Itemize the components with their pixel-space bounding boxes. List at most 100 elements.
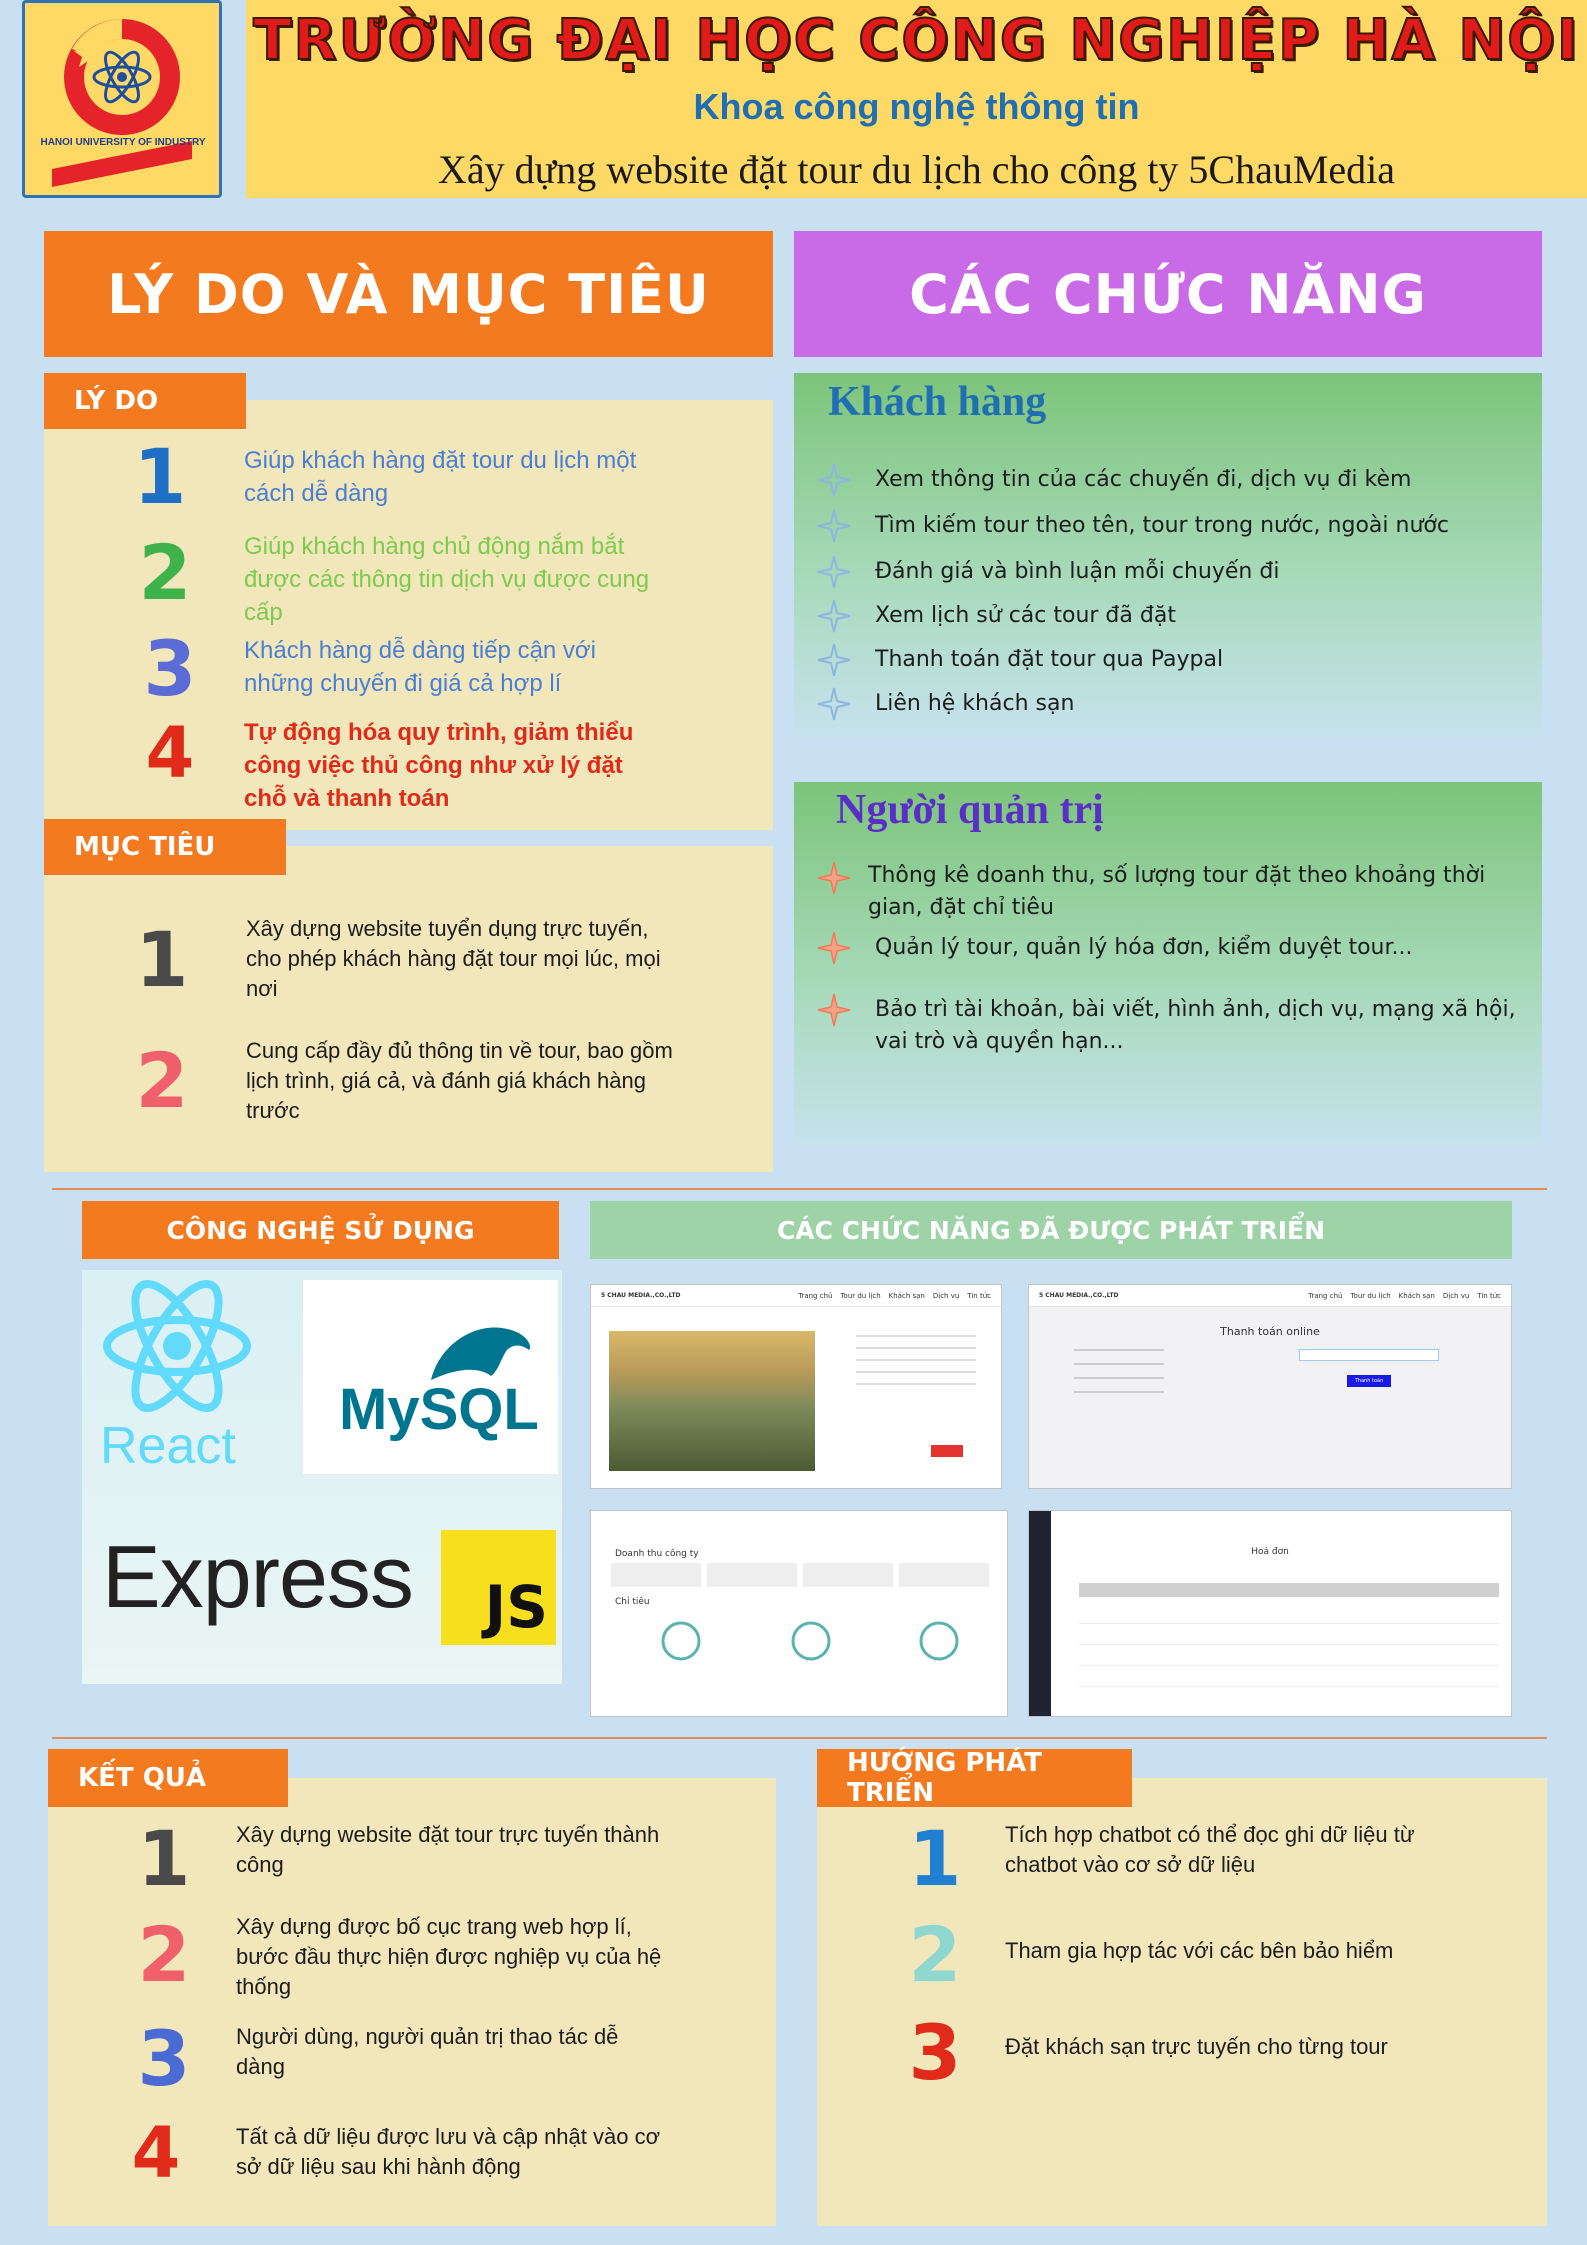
- mysql-label: MySQL: [339, 1377, 539, 1442]
- tour-info-lines: [856, 1335, 976, 1395]
- result-number: 1: [137, 1814, 191, 1903]
- sparkle-icon: [817, 687, 851, 721]
- section-divider: [52, 1188, 1547, 1190]
- future-number: 3: [908, 2008, 962, 2097]
- reasons-panel: [44, 400, 773, 830]
- revenue-screenshot: Doanh thu công ty Chỉ tiêu: [590, 1510, 1008, 1717]
- customer-feature: Tìm kiếm tour theo tên, tour trong nước,…: [875, 513, 1449, 538]
- target-label: Chỉ tiêu: [615, 1597, 650, 1607]
- mock-nav-item: Trang chủ: [798, 1291, 833, 1300]
- sparkle-icon: [817, 509, 851, 543]
- invoice-table-header: [1079, 1583, 1499, 1597]
- goals-panel: [44, 846, 773, 1172]
- hui-logo-icon: [52, 19, 192, 187]
- mock-nav-item: Tin tức: [1477, 1291, 1501, 1300]
- result-text: Người dùng, người quản trị thao tác dễ d…: [236, 2024, 619, 2079]
- admin-feature: Thông kê doanh thu, số lượng tour đặt th…: [868, 863, 1486, 920]
- customer-features-panel: [794, 373, 1542, 738]
- tour-detail-screenshot: 5 CHAU MEDIA.,CO.,LTD Trang chủ Tour du …: [590, 1284, 1002, 1489]
- developed-features-tag: CÁC CHỨC NĂNG ĐÃ ĐƯỢC PHÁT TRIỂN: [590, 1201, 1512, 1259]
- customer-feature: Xem thông tin của các chuyến đi, dịch vụ…: [875, 467, 1412, 492]
- revenue-title: Doanh thu công ty: [615, 1549, 699, 1559]
- customer-feature: Liên hệ khách sạn: [875, 691, 1075, 716]
- header-band: [246, 0, 1587, 198]
- payment-screenshot: 5 CHAU MEDIA.,CO.,LTD Trang chủ Tour du …: [1028, 1284, 1512, 1489]
- customer-feature: Đánh giá và bình luận mỗi chuyến đi: [875, 559, 1280, 584]
- tour-photo: [609, 1331, 815, 1471]
- mock-nav-item: Dịch vụ: [1442, 1291, 1470, 1300]
- goals-tag: MỤC TIÊU: [44, 819, 286, 875]
- sparkle-icon: [817, 555, 851, 589]
- admin-sidebar: [1029, 1511, 1051, 1716]
- university-name: TRƯỜNG ĐẠI HỌC CÔNG NGHIỆP HÀ NỘI: [252, 7, 1580, 74]
- logo-caption: HANOI UNIVERSITY OF INDUSTRY: [40, 137, 206, 148]
- features-heading: CÁC CHỨC NĂNG: [794, 231, 1542, 357]
- book-button: [931, 1445, 963, 1457]
- future-text: Tham gia hợp tác với các bên bảo hiểm: [1005, 1938, 1394, 1963]
- mock-nav-item: Khách sạn: [888, 1291, 925, 1300]
- mysql-logo: MySQL: [303, 1280, 558, 1474]
- customer-feature: Xem lịch sử các tour đã đặt: [875, 603, 1176, 628]
- results-panel: [48, 1778, 776, 2226]
- customer-title: Khách hàng: [828, 379, 1047, 425]
- result-number: 2: [137, 1910, 191, 1999]
- project-title: Xây dựng website đặt tour du lịch cho cô…: [437, 147, 1396, 192]
- section-divider: [52, 1737, 1547, 1739]
- pay-button: Thanh toán: [1347, 1375, 1391, 1387]
- admin-feature: Bảo trì tài khoản, bài viết, hình ảnh, d…: [875, 997, 1516, 1054]
- dolphin-icon: [431, 1327, 531, 1380]
- invoice-title: Hoá đơn: [1251, 1547, 1289, 1557]
- mock-nav-item: Dịch vụ: [932, 1291, 960, 1300]
- admin-feature: Quản lý tour, quản lý hóa đơn, kiểm duyệ…: [875, 935, 1413, 960]
- express-label-text: Express: [102, 1527, 414, 1626]
- result-number: 3: [137, 2014, 191, 2103]
- mock-nav-item: Trang chủ: [1308, 1291, 1343, 1300]
- goal-number: 1: [135, 915, 189, 1004]
- reason-text: Giúp khách hàng chủ động nắm bắt được cá…: [244, 533, 650, 626]
- mock-navbar: 5 CHAU MEDIA.,CO.,LTD Trang chủ Tour du …: [591, 1285, 1001, 1307]
- admin-title: Người quản trị: [836, 787, 1104, 833]
- result-number: 4: [131, 2112, 181, 2194]
- mock-nav-item: Tour du lịch: [840, 1291, 881, 1300]
- invoice-screenshot: Hoá đơn: [1028, 1510, 1512, 1717]
- result-text: Xây dựng được bố cục trang web hợp lí, b…: [236, 1914, 662, 1999]
- express-logo: Express: [90, 1520, 430, 1640]
- result-text: Xây dựng website đặt tour trực tuyến thà…: [236, 1822, 660, 1877]
- sparkle-icon: [817, 931, 851, 965]
- tech-tag: CÔNG NGHỆ SỬ DỤNG: [82, 1201, 559, 1259]
- payment-title: Thanh toán online: [1220, 1325, 1320, 1338]
- customer-feature: Thanh toán đặt tour qua Paypal: [875, 647, 1224, 672]
- faculty-name: Khoa công nghệ thông tin: [693, 86, 1140, 127]
- future-panel: [817, 1778, 1547, 2226]
- future-tag: HƯỚNG PHÁT TRIỂN: [817, 1748, 1132, 1808]
- invoice-table-rows: [1079, 1603, 1499, 1703]
- results-tag: KẾT QUẢ: [48, 1749, 288, 1807]
- sparkle-icon: [817, 463, 851, 497]
- js-logo: JS: [441, 1530, 556, 1645]
- card-input: [1299, 1349, 1439, 1361]
- reasons-goals-heading: LÝ DO VÀ MỤC TIÊU: [44, 231, 773, 357]
- university-logo: HANOI UNIVERSITY OF INDUSTRY: [22, 0, 222, 198]
- sparkle-icon: [817, 861, 851, 895]
- goal-number: 2: [135, 1036, 189, 1125]
- mock-nav-item: Tin tức: [967, 1291, 991, 1300]
- sparkle-icon: [817, 643, 851, 677]
- reason-text: Khách hàng dễ dàng tiếp cận với những ch…: [244, 637, 596, 697]
- react-label: React: [100, 1417, 236, 1475]
- mock-brand: 5 CHAU MEDIA.,CO.,LTD: [1039, 1292, 1119, 1299]
- goal-text: Cung cấp đầy đủ thông tin về tour, bao g…: [246, 1038, 673, 1123]
- reason-text: Giúp khách hàng đặt tour du lịch một các…: [244, 447, 637, 507]
- goal-text: Xây dựng website tuyển dụng trực tuyến, …: [246, 916, 661, 1001]
- admin-features-panel: [794, 782, 1542, 1147]
- mock-brand: 5 CHAU MEDIA.,CO.,LTD: [601, 1292, 681, 1299]
- js-label: JS: [484, 1573, 548, 1641]
- sparkle-icon: [817, 993, 851, 1027]
- payment-form-lines: [1074, 1349, 1164, 1405]
- mock-nav-item: Khách sạn: [1398, 1291, 1435, 1300]
- sparkle-icon: [817, 599, 851, 633]
- mock-nav-item: Tour du lịch: [1350, 1291, 1391, 1300]
- future-number: 2: [908, 1910, 962, 1999]
- future-number: 1: [908, 1814, 962, 1903]
- reason-number: 2: [138, 528, 192, 617]
- mock-navbar: 5 CHAU MEDIA.,CO.,LTD Trang chủ Tour du …: [1029, 1285, 1511, 1307]
